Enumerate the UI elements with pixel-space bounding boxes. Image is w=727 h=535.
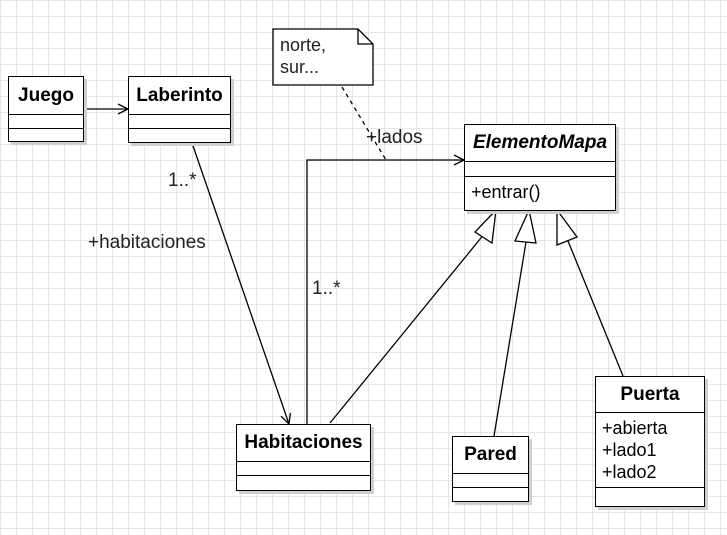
class-laberinto-attributes (129, 115, 230, 129)
puerta-generalization[interactable] (567, 240, 624, 377)
note-line-2: sur... (280, 57, 320, 77)
class-habitaciones-name: Habitaciones (237, 425, 370, 462)
pared-generalization-head (514, 207, 537, 244)
class-habitaciones-attributes (237, 462, 370, 476)
class-pared-attributes (453, 474, 528, 488)
multiplicity-habitaciones-label: 1..* (168, 170, 197, 191)
role-lados-label: +lados (366, 127, 423, 148)
class-laberinto-operations (129, 129, 230, 141)
note-shape (272, 28, 374, 86)
habitaciones-elementomapa-association[interactable] (306, 160, 464, 424)
class-elementomapa-attributes (465, 162, 615, 177)
attribute-lado1: +lado1 (602, 440, 657, 460)
habitaciones-generalization[interactable] (329, 232, 486, 424)
class-habitaciones-operations (237, 476, 370, 489)
note-text: norte, sur... (280, 34, 326, 78)
class-juego-name: Juego (9, 77, 83, 115)
class-laberinto-name: Laberinto (129, 77, 230, 115)
class-elementomapa-name: ElementoMapa (465, 125, 615, 162)
pared-generalization[interactable] (493, 241, 527, 437)
attribute-lado2: +lado2 (602, 462, 657, 482)
laberinto-habitaciones-association[interactable] (191, 142, 289, 424)
class-puerta-name: Puerta (596, 377, 704, 413)
class-habitaciones[interactable]: Habitaciones (236, 424, 371, 491)
class-juego[interactable]: Juego (8, 76, 84, 142)
attribute-abierta: +abierta (602, 418, 668, 438)
class-pared[interactable]: Pared (452, 436, 529, 502)
note-anchor-line (341, 86, 387, 161)
class-laberinto[interactable]: Laberinto (128, 76, 231, 143)
multiplicity-lados-label: 1..* (312, 278, 341, 299)
class-juego-attributes (9, 115, 83, 129)
class-elementomapa-operations: +entrar() (465, 177, 615, 203)
class-puerta-attributes: +abierta +lado1 +lado2 (596, 413, 704, 488)
habitaciones-generalization-head (473, 208, 497, 245)
note-line-1: norte, (280, 35, 327, 55)
class-puerta[interactable]: Puerta +abierta +lado1 +lado2 (595, 376, 705, 507)
class-pared-name: Pared (453, 437, 528, 474)
puerta-generalization-head (556, 208, 579, 246)
class-puerta-operations (596, 488, 704, 502)
operation-entrar: +entrar() (471, 182, 541, 202)
role-habitaciones-label: +habitaciones (88, 232, 206, 253)
note[interactable]: norte, sur... (272, 28, 374, 86)
class-pared-operations (453, 488, 528, 500)
class-elementomapa[interactable]: ElementoMapa +entrar() (464, 124, 616, 211)
class-juego-operations (9, 129, 83, 140)
